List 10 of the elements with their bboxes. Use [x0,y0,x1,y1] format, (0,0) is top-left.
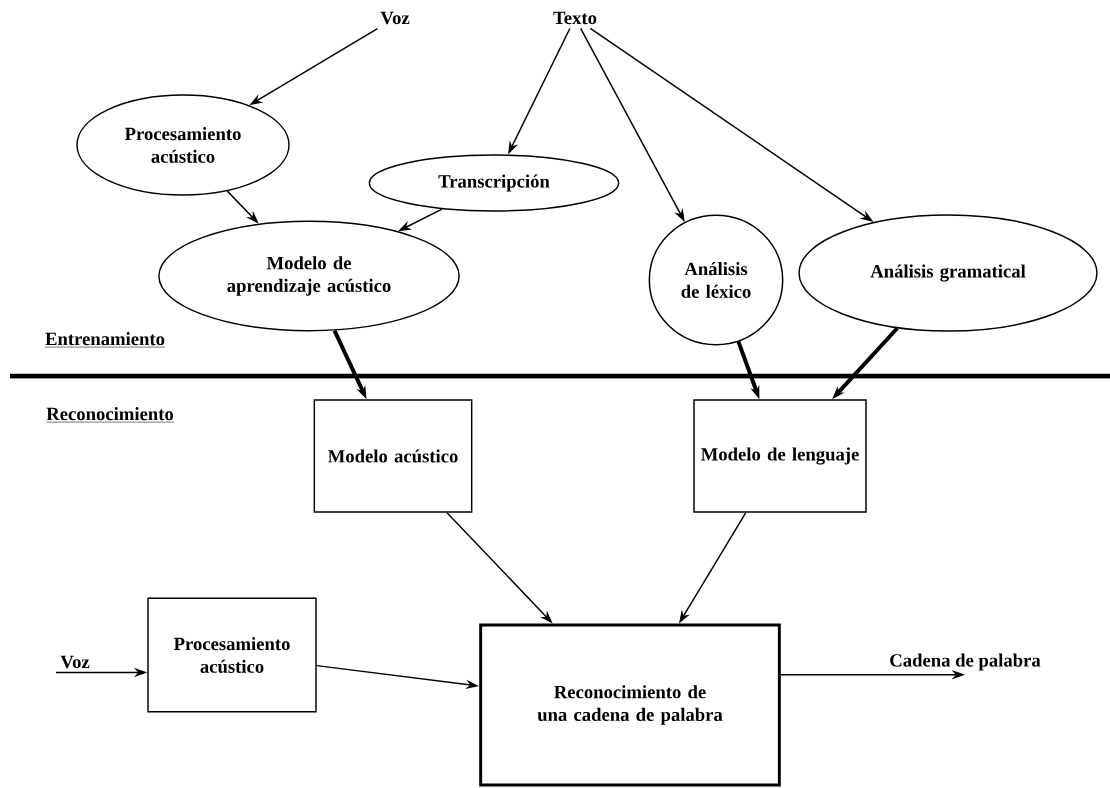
input-label: Texto [553,11,597,25]
section-label: Reconocimiento [46,407,175,423]
process-box: Reconocimiento de una cadena de palabra [479,623,781,787]
section-label: Entrenamiento [44,332,166,348]
process-box: Modelo acústico [313,399,473,513]
process-box: Procesamiento acústico [147,597,317,713]
input-label: Voz [60,655,90,669]
process-box: Modelo de lenguaje [693,399,867,513]
output-label: Cadena de palabra [890,653,1041,671]
input-label: Voz [380,11,410,25]
